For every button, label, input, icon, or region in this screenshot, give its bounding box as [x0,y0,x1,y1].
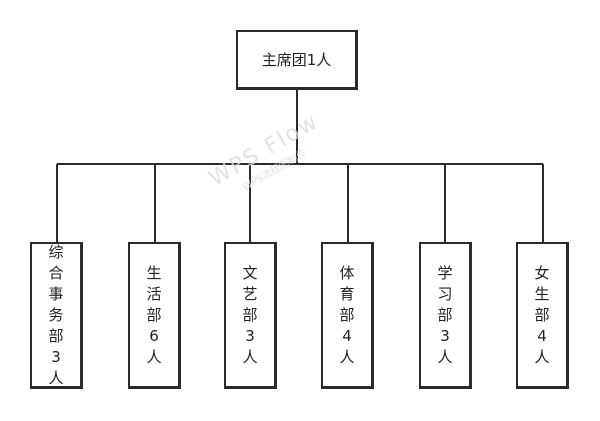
dept-label-char: 人 [437,347,453,366]
dept-label-char: 习 [437,284,453,303]
dept-box-nvsheng[interactable]: 女生部 4 人 [516,242,569,389]
dept-label-char: 育 [339,284,355,303]
dept-label-char: 女 [534,263,550,282]
dept-label-char: 人 [242,347,258,366]
dept-label-char: 人 [534,347,550,366]
dept-label-char: 艺 [242,284,258,303]
dept-label-char: 6 [149,326,159,345]
dept-label-char: 人 [146,347,162,366]
dept-label-char: 4 [342,326,352,345]
dept-label-char: 学 [437,263,453,282]
dept-label-wenyi: 文艺部 3 人 [242,263,257,368]
dept-label-char: 部 [437,305,453,324]
dept-label-char: 合 [48,263,64,282]
dept-label-char: 活 [146,284,162,303]
dept-label-zonghe: 综合事务部 3 人 [48,242,63,389]
root-node-box[interactable]: 主席团1人 [236,30,358,90]
dept-label-char: 3 [245,326,255,345]
dept-box-wenyi[interactable]: 文艺部 3 人 [224,242,277,389]
dept-box-zonghe[interactable]: 综合事务部 3 人 [30,242,83,389]
dept-label-char: 部 [242,305,258,324]
dept-label-char: 务 [48,305,64,324]
dept-label-char: 生 [534,284,550,303]
dept-label-nvsheng: 女生部 4 人 [534,263,549,368]
dept-label-char: 部 [146,305,162,324]
dept-box-xuexi[interactable]: 学习部 3 人 [419,242,472,389]
dept-label-char: 综 [48,242,64,261]
dept-box-tiyu[interactable]: 体育部 4 人 [321,242,374,389]
dept-label-char: 部 [339,305,355,324]
dept-label-char: 文 [242,263,258,282]
root-node-label: 主席团1人 [261,51,332,69]
dept-box-shenghuo[interactable]: 生活部 6 人 [128,242,181,389]
dept-label-char: 部 [48,326,64,345]
dept-label-xuexi: 学习部 3 人 [437,263,452,368]
dept-label-shenghuo: 生活部 6 人 [146,263,161,368]
dept-label-tiyu: 体育部 4 人 [339,263,354,368]
dept-label-char: 3 [51,347,61,366]
dept-label-char: 4 [537,326,547,345]
dept-label-char: 人 [339,347,355,366]
dept-label-char: 人 [48,368,64,387]
dept-label-char: 体 [339,263,355,282]
dept-label-char: 3 [440,326,450,345]
dept-label-char: 生 [146,263,162,282]
dept-label-char: 事 [48,284,64,303]
dept-label-char: 部 [534,305,550,324]
